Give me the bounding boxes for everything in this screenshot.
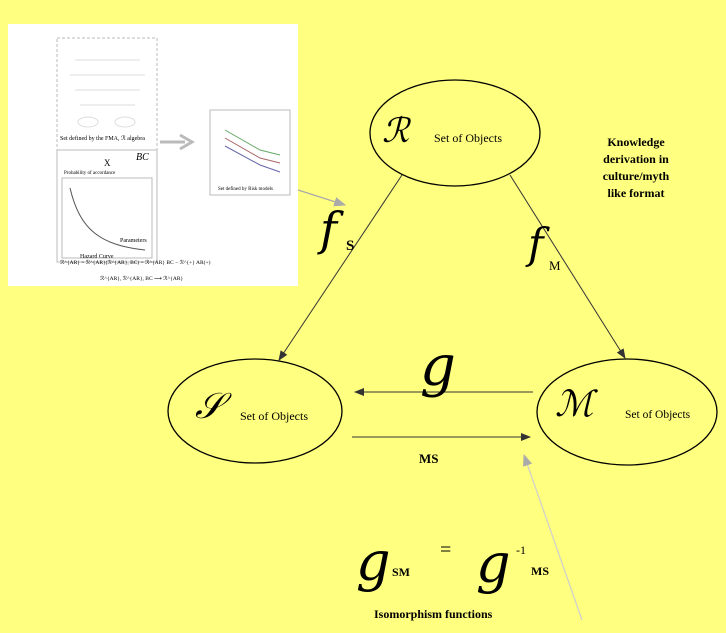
pointer-arrow — [523, 453, 583, 621]
g-label-ms: MS — [419, 451, 439, 466]
node-r-symbol: ℛ — [382, 111, 412, 151]
inset-bc-label: BC — [136, 152, 149, 163]
fs-subscript: S — [346, 238, 354, 254]
arrow-r-to-m — [509, 174, 626, 359]
inset-equation-1: ℛ^{AR} = ℛ^{AR}(ℛ^{AR}, BC) = ℛ^{AR} BC … — [60, 259, 211, 266]
node-s-label: Set of Objects — [240, 409, 308, 423]
inset-sketch — [56, 37, 291, 263]
inset-equation-2: ℛ^{AR}, ℛ^{AR}, BC ⟶ ℛ^{AR} — [100, 275, 183, 282]
eq-rhs-sup: -1 — [516, 543, 526, 557]
g-symbol: g — [420, 334, 456, 399]
arrow-r-to-s — [278, 174, 403, 361]
inset-graph-xlabel: Hazard Curve — [80, 254, 114, 260]
fm-subscript: M — [549, 258, 561, 273]
eq-rhs-symbol: g — [476, 532, 511, 595]
inset-graph-title: Probability of accordance — [64, 171, 116, 176]
node-m-ellipse — [536, 358, 718, 466]
node-s-ellipse — [167, 358, 343, 464]
node-m-label: Set of Objects — [625, 409, 691, 421]
inset-right-caption: Set defined by Risk models — [218, 187, 273, 192]
inset-arrow — [297, 189, 347, 207]
knowledge-line-2: derivation in — [603, 152, 669, 166]
node-r-ellipse — [369, 79, 541, 187]
knowledge-line-1: Knowledge — [607, 135, 665, 149]
inset-x-label: X — [104, 158, 111, 168]
eq-rhs-sub: MS — [531, 564, 549, 578]
inset-graph-curve: Parameters — [120, 238, 147, 244]
node-r-label: Set of Objects — [434, 131, 502, 145]
inset-top-caption: Set defined by the FMA, ℛ algebra — [60, 135, 145, 142]
knowledge-line-3: culture/myth — [603, 169, 670, 183]
node-s-symbol: 𝒮 — [195, 386, 232, 427]
knowledge-line-4: like format — [608, 186, 665, 200]
eq-lhs-sub: SM — [392, 565, 410, 579]
fm-symbol: f — [525, 219, 550, 268]
node-m-symbol: ℳ — [555, 384, 598, 425]
isomorphism-caption: Isomorphism functions — [374, 607, 493, 621]
eq-lhs-symbol: g — [356, 530, 391, 593]
eq-equals: = — [440, 539, 451, 561]
knowledge-note: Knowledge derivation in culture/myth lik… — [603, 135, 670, 200]
inset-figure — [8, 24, 298, 286]
fs-symbol: f — [317, 202, 344, 256]
